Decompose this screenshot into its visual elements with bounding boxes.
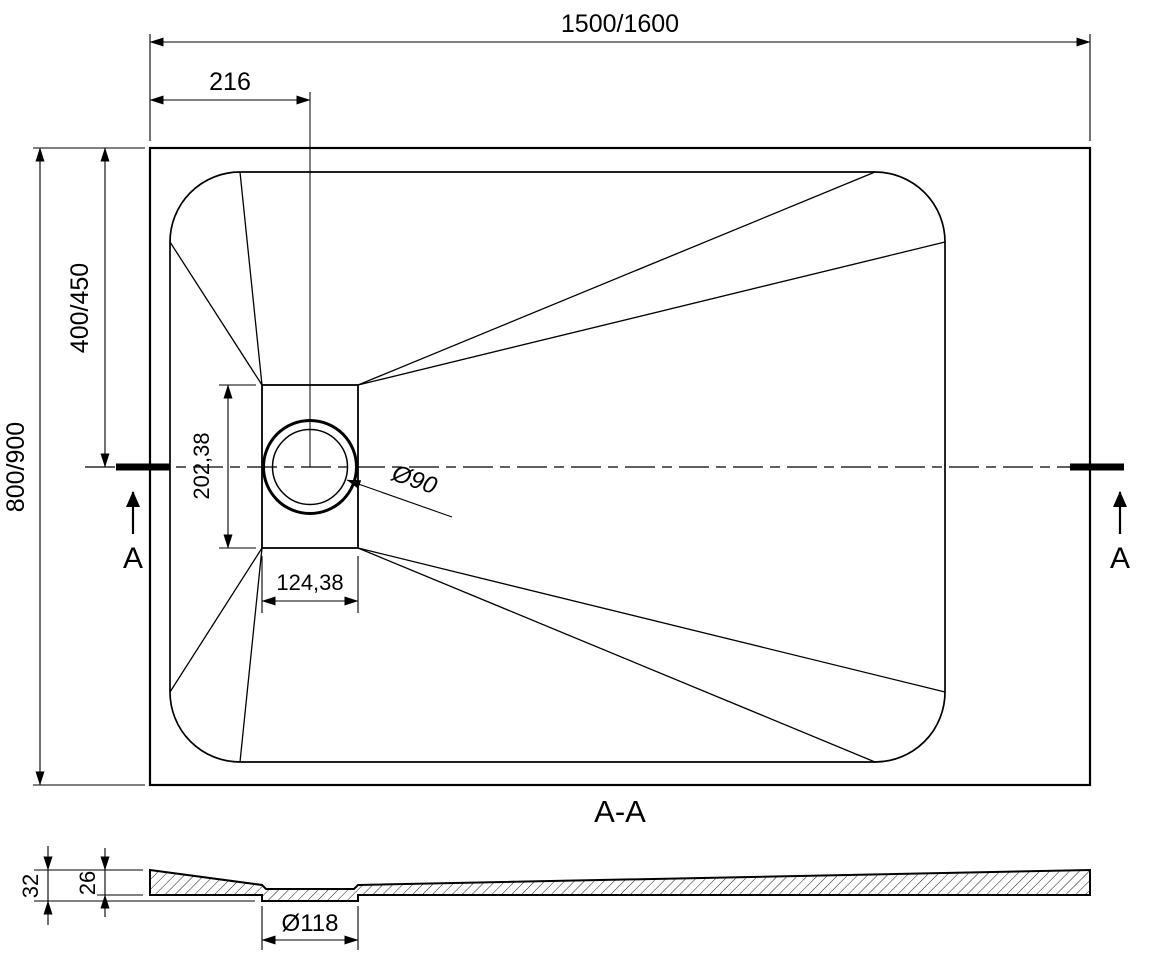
section-profile	[149, 868, 1091, 902]
dim-drain-plate-width-label: 124,38	[276, 570, 343, 595]
section-marker-left-label: A	[123, 542, 143, 575]
dim-total-thickness-label: 32	[18, 874, 43, 898]
section-markers: A A	[123, 491, 1130, 575]
drain-diameter-callout: Ø90	[346, 459, 453, 518]
dim-center-offset-label: 400/450	[66, 263, 94, 353]
drain-diameter-label: Ø90	[388, 459, 441, 500]
slope-lines	[169, 171, 946, 763]
dim-center-offset: 400/450	[33, 147, 145, 468]
dim-edge-thickness: 26	[75, 848, 143, 917]
section-view: A-A 32 26 Ø118	[18, 794, 1091, 950]
section-marker-right-label: A	[1110, 542, 1130, 575]
dim-drain-plate-width: 124,38	[261, 556, 359, 613]
dim-length-label: 1500/1600	[561, 10, 679, 38]
top-view	[85, 92, 1124, 787]
dim-drain-plate-height: 202,38	[189, 384, 256, 549]
dim-drain-hole: Ø118	[261, 906, 359, 950]
dim-total-thickness: 32	[18, 846, 255, 925]
dim-width: 800/900	[2, 147, 145, 786]
dim-width-label: 800/900	[2, 422, 30, 512]
dim-drain-offset-label: 216	[209, 68, 251, 96]
dim-drain-hole-label: Ø118	[282, 910, 339, 937]
dim-drain-plate-height-label: 202,38	[189, 432, 214, 499]
section-title: A-A	[594, 794, 646, 829]
dim-edge-thickness-label: 26	[75, 871, 100, 895]
dim-length: 1500/1600	[149, 10, 1091, 141]
dim-drain-offset: 216	[149, 68, 311, 105]
